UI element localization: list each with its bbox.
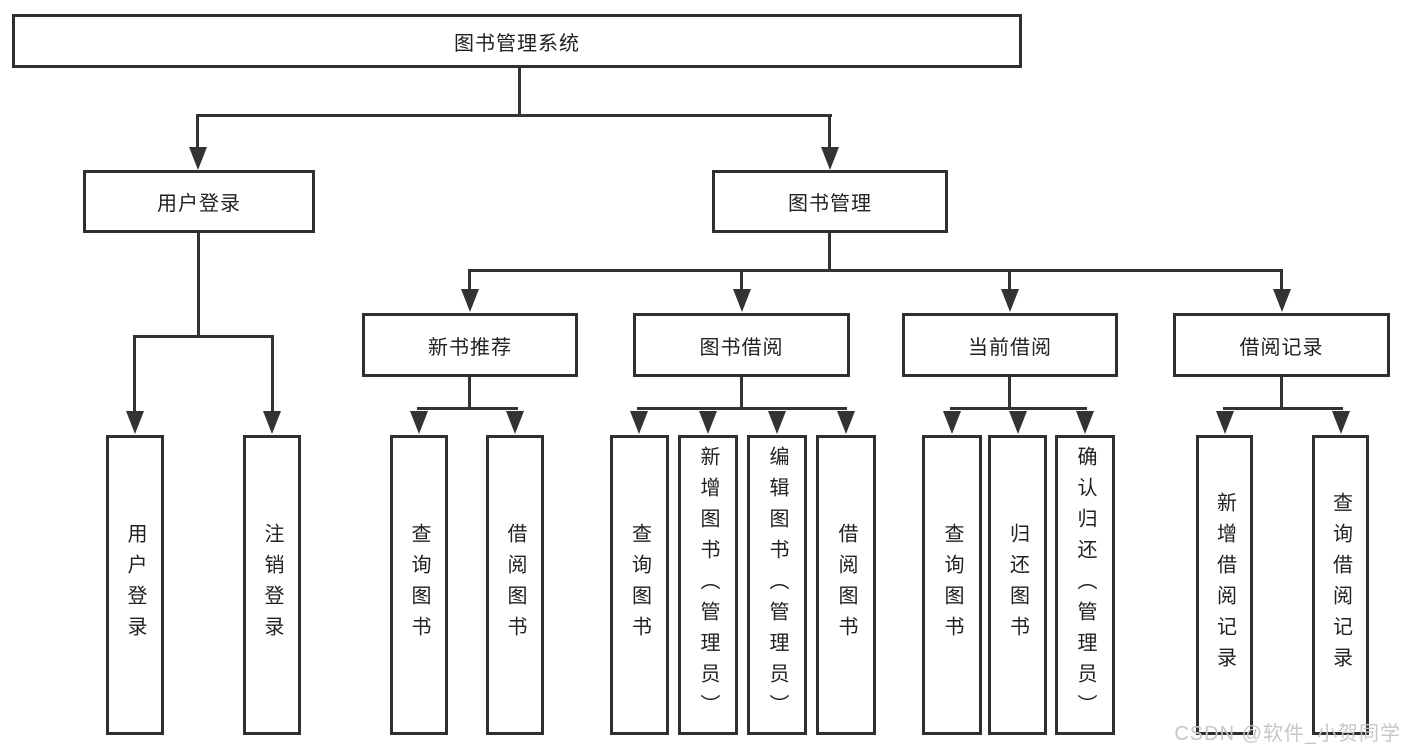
arrow-down-icon xyxy=(189,147,207,170)
connector-vertical-line xyxy=(740,269,743,292)
arrow-down-icon xyxy=(837,411,855,434)
arrow-down-icon xyxy=(1216,411,1234,434)
node-label: 新增借阅记录 xyxy=(1213,492,1236,678)
node-current-borrowing: 当前借阅 xyxy=(902,313,1118,377)
connector-vertical-line xyxy=(1280,377,1283,410)
connector-vertical-line xyxy=(828,233,831,272)
connector-vertical-line xyxy=(196,114,199,148)
node-library-management-system: 图书管理系统 xyxy=(12,14,1022,68)
connector-vertical-line xyxy=(518,68,521,115)
node-label: 归还图书 xyxy=(1006,523,1029,647)
connector-vertical-line xyxy=(133,335,136,413)
connector-vertical-line xyxy=(468,269,471,292)
node-new-book-recommendation: 新书推荐 xyxy=(362,313,578,377)
connector-vertical-line xyxy=(740,377,743,410)
connector-vertical-line xyxy=(1008,377,1011,410)
connector-horizontal-line xyxy=(417,407,518,410)
arrow-down-icon xyxy=(1009,411,1027,434)
leaf-add-borrow-record: 新增借阅记录 xyxy=(1196,435,1253,735)
arrow-down-icon xyxy=(630,411,648,434)
leaf-confirm-return-admin: 确认归还（管理员） xyxy=(1055,435,1115,735)
arrow-down-icon xyxy=(126,411,144,434)
connector-vertical-line xyxy=(271,335,274,413)
connector-horizontal-line xyxy=(133,335,274,338)
node-label: 查询图书 xyxy=(408,523,430,647)
node-label: 借阅图书 xyxy=(835,523,857,647)
node-book-borrowing: 图书借阅 xyxy=(633,313,850,377)
node-label: 当前借阅 xyxy=(968,336,1052,359)
node-book-management: 图书管理 xyxy=(712,170,948,233)
node-label: 编辑图书（管理员） xyxy=(766,445,788,725)
arrow-down-icon xyxy=(263,411,281,434)
leaf-return-books: 归还图书 xyxy=(988,435,1047,735)
node-label: 图书借阅 xyxy=(699,336,784,359)
node-label: 图书管理系统 xyxy=(454,32,580,55)
node-label: 查询图书 xyxy=(941,523,963,647)
node-label: 用户登录 xyxy=(124,523,146,647)
leaf-query-books: 查询图书 xyxy=(610,435,669,735)
node-borrowing-records: 借阅记录 xyxy=(1173,313,1390,377)
arrow-down-icon xyxy=(506,411,524,434)
arrow-down-icon xyxy=(699,411,717,434)
node-label: 新书推荐 xyxy=(428,336,512,359)
connector-horizontal-line xyxy=(1223,407,1343,410)
node-label: 借阅记录 xyxy=(1239,336,1324,359)
leaf-user-login: 用户登录 xyxy=(106,435,164,735)
arrow-down-icon xyxy=(1273,289,1291,312)
node-label: 查询借阅记录 xyxy=(1329,492,1352,678)
leaf-add-book-admin: 新增图书（管理员） xyxy=(678,435,738,735)
connector-horizontal-line xyxy=(950,407,1087,410)
arrow-down-icon xyxy=(1332,411,1350,434)
arrow-down-icon xyxy=(768,411,786,434)
leaf-query-borrow-record: 查询借阅记录 xyxy=(1312,435,1369,735)
connector-vertical-line xyxy=(828,114,831,148)
arrow-down-icon xyxy=(821,147,839,170)
node-user-login: 用户登录 xyxy=(83,170,315,233)
node-label: 用户登录 xyxy=(157,193,241,215)
node-label: 确认归还（管理员） xyxy=(1074,445,1096,725)
arrow-down-icon xyxy=(461,289,479,312)
arrow-down-icon xyxy=(943,411,961,434)
leaf-borrow-books: 借阅图书 xyxy=(486,435,544,735)
node-label: 新增图书（管理员） xyxy=(697,445,719,725)
connector-horizontal-line xyxy=(637,407,847,410)
leaf-logout: 注销登录 xyxy=(243,435,301,735)
arrow-down-icon xyxy=(1076,411,1094,434)
csdn-watermark: CSDN @软件_小贺同学 xyxy=(1174,723,1401,745)
node-label: 查询图书 xyxy=(628,523,651,647)
leaf-borrow-books: 借阅图书 xyxy=(816,435,876,735)
connector-vertical-line xyxy=(1280,269,1283,292)
arrow-down-icon xyxy=(733,289,751,312)
leaf-edit-book-admin: 编辑图书（管理员） xyxy=(747,435,807,735)
arrow-down-icon xyxy=(410,411,428,434)
leaf-query-books: 查询图书 xyxy=(922,435,982,735)
connector-vertical-line xyxy=(197,233,200,338)
connector-horizontal-line xyxy=(468,269,1282,272)
node-label: 注销登录 xyxy=(261,523,283,647)
connector-vertical-line xyxy=(1008,269,1011,292)
leaf-query-books: 查询图书 xyxy=(390,435,448,735)
node-label: 图书管理 xyxy=(788,193,872,215)
connector-horizontal-line xyxy=(196,114,832,117)
arrow-down-icon xyxy=(1001,289,1019,312)
node-label: 借阅图书 xyxy=(504,523,526,647)
connector-vertical-line xyxy=(468,377,471,410)
